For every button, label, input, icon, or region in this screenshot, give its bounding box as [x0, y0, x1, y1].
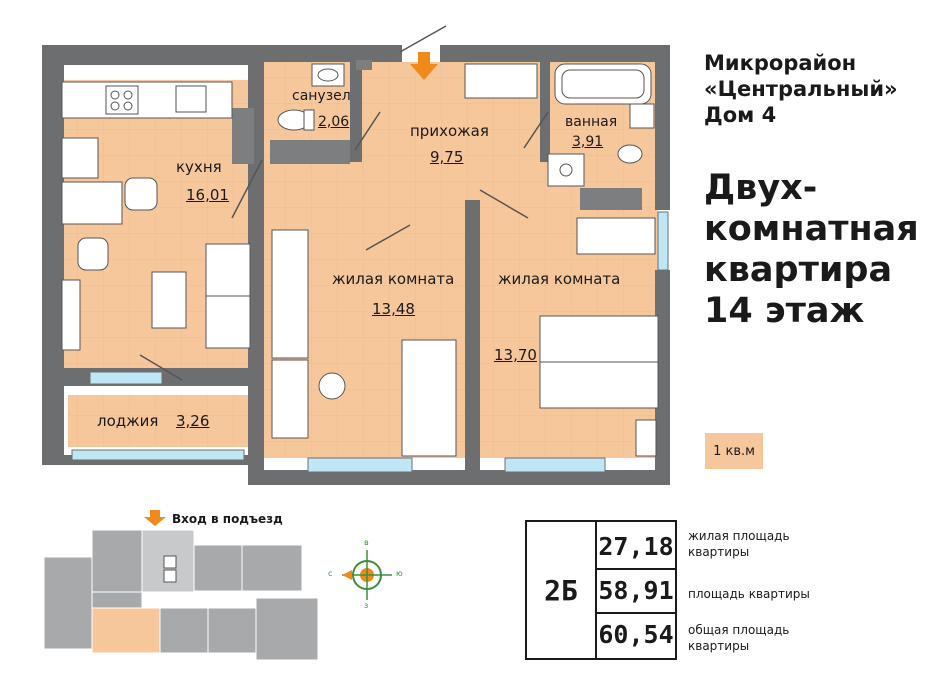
building-key-plan: [43, 529, 319, 661]
door-swings: [139, 25, 549, 381]
apartment-area-label: площадь квартиры: [688, 587, 810, 601]
heading-line: комнатная: [704, 209, 919, 249]
heading-line: квартира: [704, 250, 893, 290]
scale-legend: 1 кв.м: [705, 433, 763, 469]
room-area-living-2: 13,70: [494, 346, 537, 364]
project-title: Микрорайон «Центральный» Дом 4: [704, 50, 898, 128]
room-area-living-1: 13,48: [372, 300, 415, 318]
area-summary-table: 2Б 27,18 58,91 60,54: [525, 520, 677, 660]
compass-south: з: [364, 601, 369, 610]
heading-line: 14 этаж: [704, 291, 865, 331]
room-name-hall: прихожая: [410, 122, 489, 140]
room-name-living-2: жилая комната: [498, 270, 621, 288]
windows: [71, 211, 669, 473]
living-area-value: 27,18: [597, 524, 675, 570]
compass-north: в: [364, 538, 369, 547]
district-label: Микрорайон: [704, 51, 857, 75]
district-name: «Центральный»: [704, 77, 898, 101]
bedroom-furniture: [318, 315, 659, 457]
compass-west: с: [328, 569, 333, 578]
wardrobes: [271, 63, 656, 439]
kitchen-furniture: [61, 81, 251, 351]
room-area-hall: 9,75: [430, 148, 464, 166]
living-area-label: жилая площадь квартиры: [688, 529, 790, 559]
house-label: Дом 4: [704, 103, 777, 127]
room-name-loggia: лоджия: [97, 412, 159, 430]
total-area-value: 60,54: [598, 619, 674, 649]
room-area-bath: 3,91: [572, 134, 604, 150]
heading-line: Двух-: [704, 168, 818, 208]
apartment-heading: Двух- комнатная квартира 14 этаж: [704, 168, 919, 332]
entrance-marker-icon: [144, 510, 166, 526]
compass-icon: [342, 550, 392, 600]
room-name-living-1: жилая комната: [332, 270, 455, 288]
room-name-wc: санузел: [292, 88, 351, 104]
room-area-wc: 2,06: [318, 114, 350, 130]
room-area-kitchen: 16,01: [186, 186, 229, 204]
room-area-loggia: 3,26: [176, 412, 210, 430]
room-name-kitchen: кухня: [176, 158, 222, 176]
entrance-arrow: [410, 52, 438, 80]
apartment-area-value: 58,91: [597, 568, 675, 614]
entrance-label: Вход в подъезд: [172, 512, 283, 526]
bath-furniture: [277, 63, 655, 187]
tile-blocks: [232, 60, 642, 210]
compass-east: ю: [396, 569, 403, 578]
apartment-code: 2Б: [527, 522, 597, 658]
room-name-bath: ванная: [565, 114, 618, 130]
total-area-label: общая площадь квартиры: [688, 623, 790, 653]
